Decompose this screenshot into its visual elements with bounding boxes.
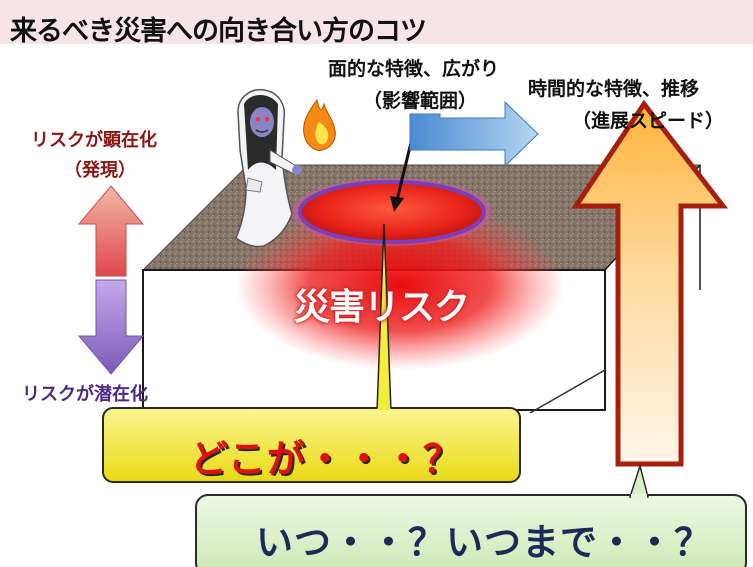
temporal-feature-label: 時間的な特徴、推移 xyxy=(528,78,700,100)
spatial-feature-label: 面的な特徴、広がり xyxy=(328,58,500,80)
callout-where-box xyxy=(102,407,521,483)
spread-arrow xyxy=(409,100,539,168)
connector-line xyxy=(529,369,606,414)
callout-where-text: どこが・・・？ xyxy=(190,437,462,481)
risk-appear-sublabel: （発現） xyxy=(64,160,136,181)
spatial-feature-sublabel: （影響範囲） xyxy=(363,90,478,112)
risk-glow xyxy=(235,200,565,370)
spatial-pointer-head xyxy=(390,196,404,212)
risk-up-arrow xyxy=(77,185,145,277)
callout-when-pointer-fill xyxy=(631,494,647,500)
risk-appear-label: リスクが顕在化 xyxy=(31,130,157,151)
risk-latent-label: リスクが潜在化 xyxy=(22,384,148,405)
callout-where-tail xyxy=(377,390,391,410)
disaster-risk-label: 災害リスク xyxy=(294,287,470,328)
hotspot xyxy=(298,180,486,244)
ghost-figure-icon xyxy=(235,88,302,248)
flame-icon xyxy=(303,98,336,151)
callout-when-box xyxy=(195,494,747,567)
page-title: 来るべき災害への向き合い方のコツ xyxy=(10,16,427,47)
risk-down-arrow xyxy=(77,279,145,375)
temporal-feature-sublabel: （進展スピード） xyxy=(572,110,725,132)
callout-when-text: いつ・・？いつまで・・？ xyxy=(256,521,712,564)
time-arrow xyxy=(571,99,729,467)
